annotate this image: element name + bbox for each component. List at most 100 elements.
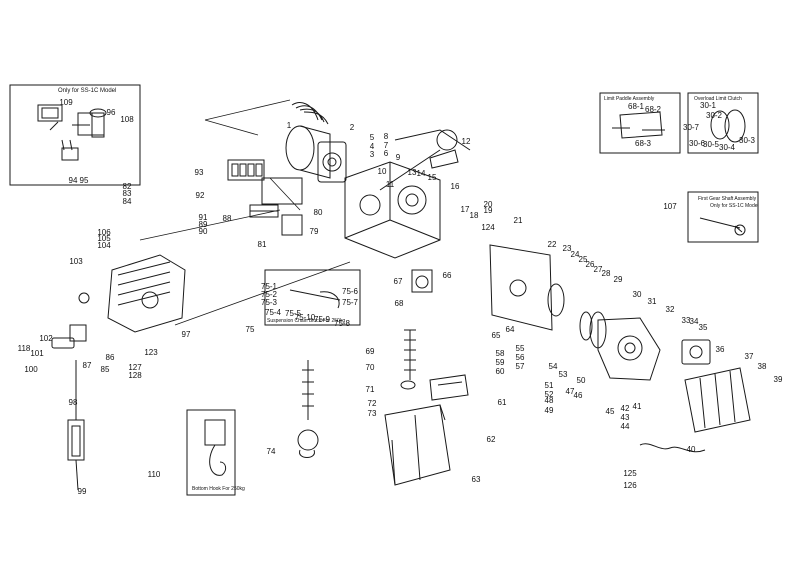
part-label: 109 — [59, 98, 73, 107]
part-label: 56 — [515, 353, 525, 362]
part-label: 26 — [585, 260, 595, 269]
part-label: 4 — [369, 142, 375, 151]
part-label: 42 — [620, 404, 630, 413]
part-label: 13 — [407, 168, 417, 177]
part-label: 107 — [663, 202, 677, 211]
part-label: 71 — [365, 385, 375, 394]
part-label: 16 — [450, 182, 460, 191]
part-label: 34 — [689, 317, 699, 326]
caption-ss1c-top: Only for SS-1C Model — [58, 88, 117, 94]
inset-motor-part — [37, 104, 107, 161]
part-label: 103 — [69, 257, 83, 266]
inset-ss1c-box — [9, 84, 141, 186]
part-label: 65 — [491, 331, 501, 340]
bracket-12 — [429, 129, 459, 169]
part-label: 20 — [483, 200, 493, 209]
gear-stack — [489, 244, 607, 349]
part-label: 118 — [17, 344, 31, 353]
part-label: 38 — [757, 362, 767, 371]
part-label: 1 — [286, 121, 292, 130]
part-label: 46 — [573, 391, 583, 400]
part-label: 15 — [427, 173, 437, 182]
caption-bottom-hook: Bottom Hook For 250kg — [192, 486, 245, 492]
part-label: 68-2 — [644, 105, 662, 114]
part-label: 33 — [681, 316, 691, 325]
part-label: 48 — [544, 396, 554, 405]
part-label: 44 — [620, 422, 630, 431]
part-label: 52 — [544, 390, 554, 399]
part-label: 6 — [383, 149, 389, 158]
part-label: 35 — [698, 323, 708, 332]
gearbox-cover — [597, 317, 661, 381]
part-label: 102 — [39, 334, 53, 343]
part-label: 17 — [460, 205, 470, 214]
part-label: 68-3 — [634, 139, 652, 148]
part-label: 50 — [576, 376, 586, 385]
part-label: 23 — [562, 244, 572, 253]
part-label: 69 — [365, 347, 375, 356]
part-label: 64 — [505, 325, 515, 334]
part-label: 96 — [106, 108, 116, 117]
part-label: 2 — [349, 123, 355, 132]
part-label: 94 — [68, 176, 78, 185]
part-label: 75-7 — [341, 298, 359, 307]
wire — [639, 443, 706, 453]
part-label: 53 — [558, 370, 568, 379]
part-label: 123 — [144, 348, 158, 357]
part-label: 92 — [195, 191, 205, 200]
part-label: 126 — [623, 481, 637, 490]
part-label: 101 — [30, 349, 44, 358]
part-label: 125 — [623, 469, 637, 478]
caption-first-gear-1: First Gear Shaft Assembly — [698, 196, 757, 202]
part-label: 27 — [593, 265, 603, 274]
brake-36 — [681, 339, 711, 365]
pulley-68 — [411, 269, 433, 293]
inset-limit-paddle-box — [599, 92, 681, 154]
part-label: 30 — [632, 290, 642, 299]
part-label: 127 — [128, 363, 142, 372]
part-label: 75-9 — [313, 315, 331, 324]
part-label: 91 — [198, 213, 208, 222]
part-label: 10 — [377, 167, 387, 176]
part-label: 29 — [613, 275, 623, 284]
part-label: 36 — [715, 345, 725, 354]
part-label: 83 — [122, 189, 132, 198]
part-label: 31 — [647, 297, 657, 306]
part-label: 24 — [570, 250, 580, 259]
part-label: 60 — [495, 367, 505, 376]
part-label: 88 — [222, 214, 232, 223]
chain-bucket — [384, 404, 451, 486]
part-label: 5 — [369, 133, 375, 142]
inset-overload-clutch-box — [687, 92, 759, 154]
caption-limit-paddle: Limit Paddle Assembly — [604, 96, 655, 102]
part-label: 61 — [497, 398, 507, 407]
part-label: 75-3 — [260, 298, 278, 307]
part-label: 25 — [578, 255, 588, 264]
part-label: 30-3 — [738, 136, 756, 145]
part-label: 62 — [486, 435, 496, 444]
part-label: 75-8 — [333, 319, 351, 328]
terminal-board-parts — [227, 159, 303, 236]
part-label: 47 — [565, 387, 575, 396]
inset-bottom-hook-box — [186, 409, 236, 496]
chain-and-hook — [297, 329, 416, 458]
part-label: 128 — [128, 371, 142, 380]
part-label: 12 — [461, 137, 471, 146]
part-label: 70 — [365, 363, 375, 372]
part-label: 81 — [257, 240, 267, 249]
part-label: 30-7 — [682, 123, 700, 132]
part-label: 98 — [68, 398, 78, 407]
part-label: 75-2 — [260, 290, 278, 299]
part-label: 30-6 — [688, 139, 706, 148]
part-label: 89 — [198, 220, 208, 229]
part-label: 75 — [245, 325, 255, 334]
part-label: 68-1 — [627, 102, 645, 111]
part-label: 49 — [544, 406, 554, 415]
part-label: 68 — [394, 299, 404, 308]
part-label: 104 — [97, 241, 111, 250]
part-label: 87 — [82, 361, 92, 370]
part-label: 93 — [194, 168, 204, 177]
part-label: 79 — [309, 227, 319, 236]
part-label: 32 — [665, 305, 675, 314]
part-label: 18 — [469, 211, 479, 220]
